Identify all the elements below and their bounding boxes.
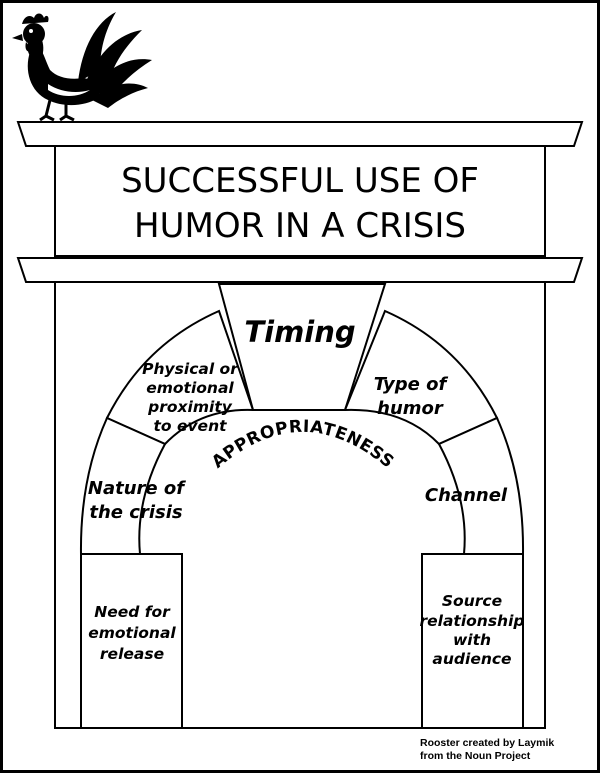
title-line-1: SUCCESSFUL USE OF	[121, 161, 479, 201]
left-middle-text: Nature of the crisis	[88, 478, 186, 523]
arch-stones	[79, 283, 525, 729]
left-middle-line-1: Nature of	[88, 478, 186, 499]
right-pillar-line-2: relationship	[419, 612, 524, 630]
keystone-label: Timing	[244, 315, 355, 349]
left-pillar-line-1: Need for	[94, 603, 171, 621]
top-cornice	[16, 121, 584, 147]
credit-line-2: from the Noun Project	[420, 750, 531, 762]
right-pillar-block	[421, 553, 524, 729]
right-upper-text: Type of humor	[374, 374, 449, 419]
left-pillar-block	[80, 553, 183, 729]
title-frieze	[54, 145, 546, 257]
left-middle-line-2: the crisis	[89, 502, 182, 523]
right-pillar-text: Source relationship with audience	[419, 592, 524, 668]
right-middle-line-1: Channel	[425, 485, 508, 506]
right-pillar-line-4: audience	[432, 650, 511, 668]
credit: Rooster created by Laymik from the Noun …	[420, 737, 554, 762]
right-pillar-line-1: Source	[442, 592, 502, 610]
left-upper-line-4: to event	[153, 417, 227, 435]
right-pillar-line-3: with	[453, 631, 491, 649]
rooster-icon	[12, 12, 152, 122]
left-pillar-text: Need for emotional release	[88, 603, 176, 663]
right-upper-line-2: humor	[377, 398, 444, 419]
left-upper-line-3: proximity	[147, 398, 233, 416]
right-upper-line-1: Type of	[374, 374, 449, 395]
title-line-2: HUMOR IN A CRISIS	[134, 206, 466, 246]
right-middle-text: Channel	[425, 485, 508, 506]
left-upper-line-2: emotional	[146, 379, 234, 397]
left-upper-line-1: Physical or	[142, 360, 239, 378]
lower-cornice	[16, 257, 584, 283]
credit-line-1: Rooster created by Laymik	[420, 737, 554, 749]
left-pillar-line-2: emotional	[88, 624, 176, 642]
left-upper-text: Physical or emotional proximity to event	[142, 360, 239, 435]
left-pillar-line-3: release	[100, 645, 164, 663]
